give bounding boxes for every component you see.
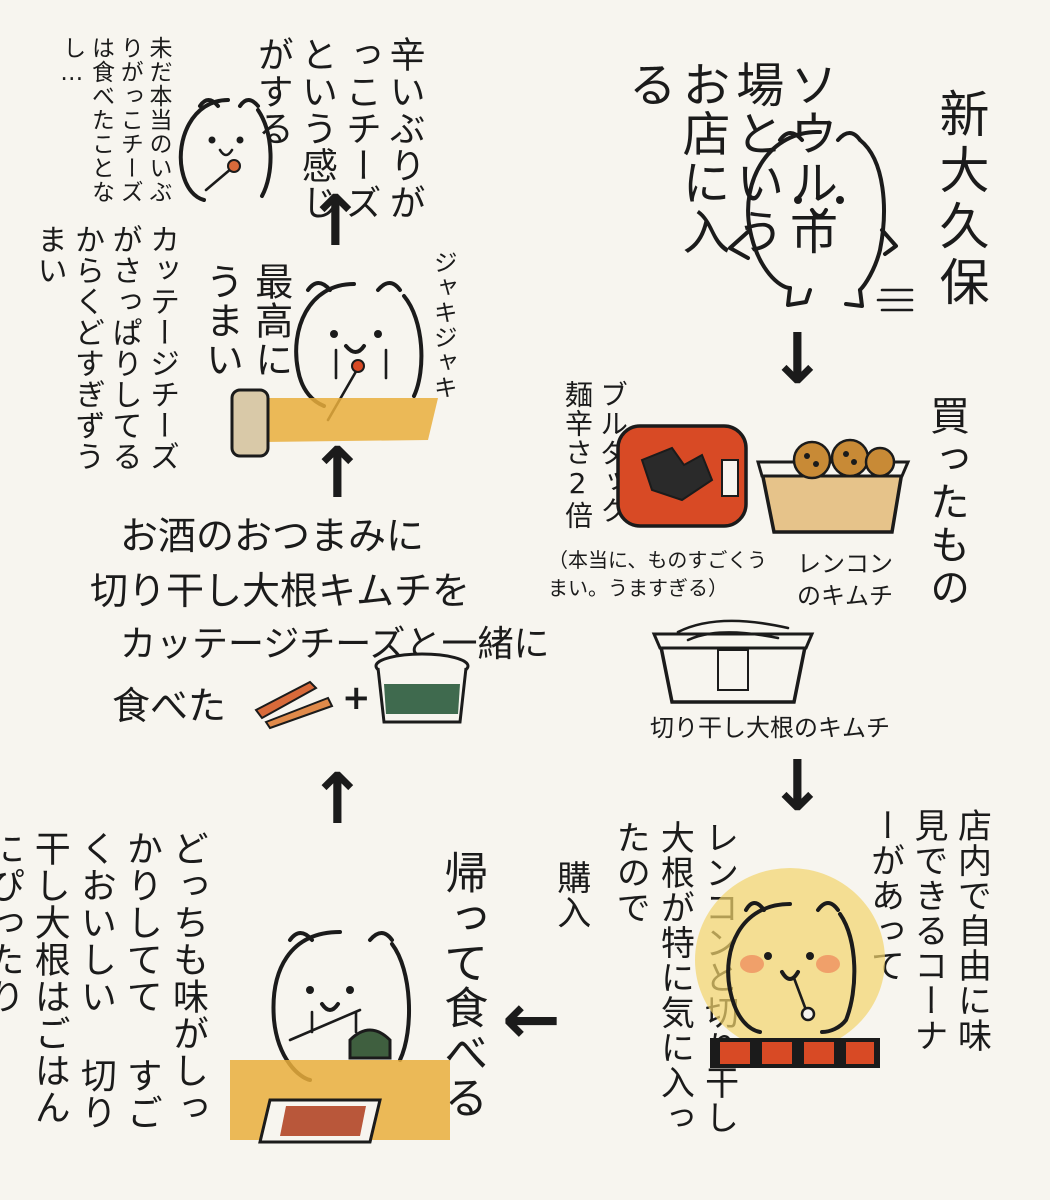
text-snack-line3: カッテージチーズと一緒に (120, 624, 550, 665)
comment-buldak: （本当に、ものすごくうまい。うますぎる） (548, 548, 767, 600)
bear-walking-icon (728, 129, 914, 312)
bear-small-icon (178, 98, 273, 202)
plus-sign: + (342, 678, 371, 718)
arrow-down-2: ↓ (768, 745, 827, 827)
label-lotus-kimchi: レンコンのキムチ (797, 550, 893, 611)
buldak-noodles-icon (616, 424, 748, 528)
arrow-up-2: ↑ (308, 432, 367, 514)
note-never-tried: 未だ本当のいぶりがっこチーズは食べたことなし… (58, 36, 171, 204)
text-iburi-gakko: 辛いぶりがっこチーズという感じがする (251, 36, 425, 221)
text-delicious: 最高にうまい (199, 262, 293, 379)
comment-rich-taste: どっちも味がしっかりしてて すごくおいしい 切り干し大根はごはんにぴったり (0, 830, 208, 1131)
radish-kimchi-icon (651, 619, 815, 704)
text-snack-line2: 切り干し大根キムチを (90, 569, 471, 613)
arrow-left: ← (502, 978, 561, 1060)
text-purchase: 購入 (550, 860, 591, 930)
arrow-up-1: ↑ (308, 758, 367, 840)
text-enter-shop: ソウル市場というお店に入る (619, 60, 837, 256)
text-snack-line4: 食べた (112, 684, 227, 728)
title-purchases: 買ったもの (923, 395, 969, 610)
radish-kimchi-strips-icon (254, 680, 334, 730)
arrow-up-3: ↑ (306, 180, 365, 262)
bear-tasting-icon (695, 868, 885, 1068)
lotus-kimchi-icon (756, 438, 911, 534)
title-shin-okubo: 新大久保 (931, 88, 990, 312)
sfx-snipping: ジャキジャキ (429, 250, 458, 400)
arrow-down-1: ↓ (768, 318, 827, 400)
label-radish-kimchi: 切り干し大根のキムチ (650, 714, 890, 742)
bear-cheers-icon (230, 281, 438, 458)
text-snack-line1: お酒のおつまみに (120, 514, 425, 558)
bear-eating-icon (230, 930, 450, 1144)
comment-cottage-cheese: カッテージチーズがさっぱりしてるからくどすぎずうまい (31, 224, 180, 472)
cottage-cheese-cup-icon (374, 652, 470, 724)
